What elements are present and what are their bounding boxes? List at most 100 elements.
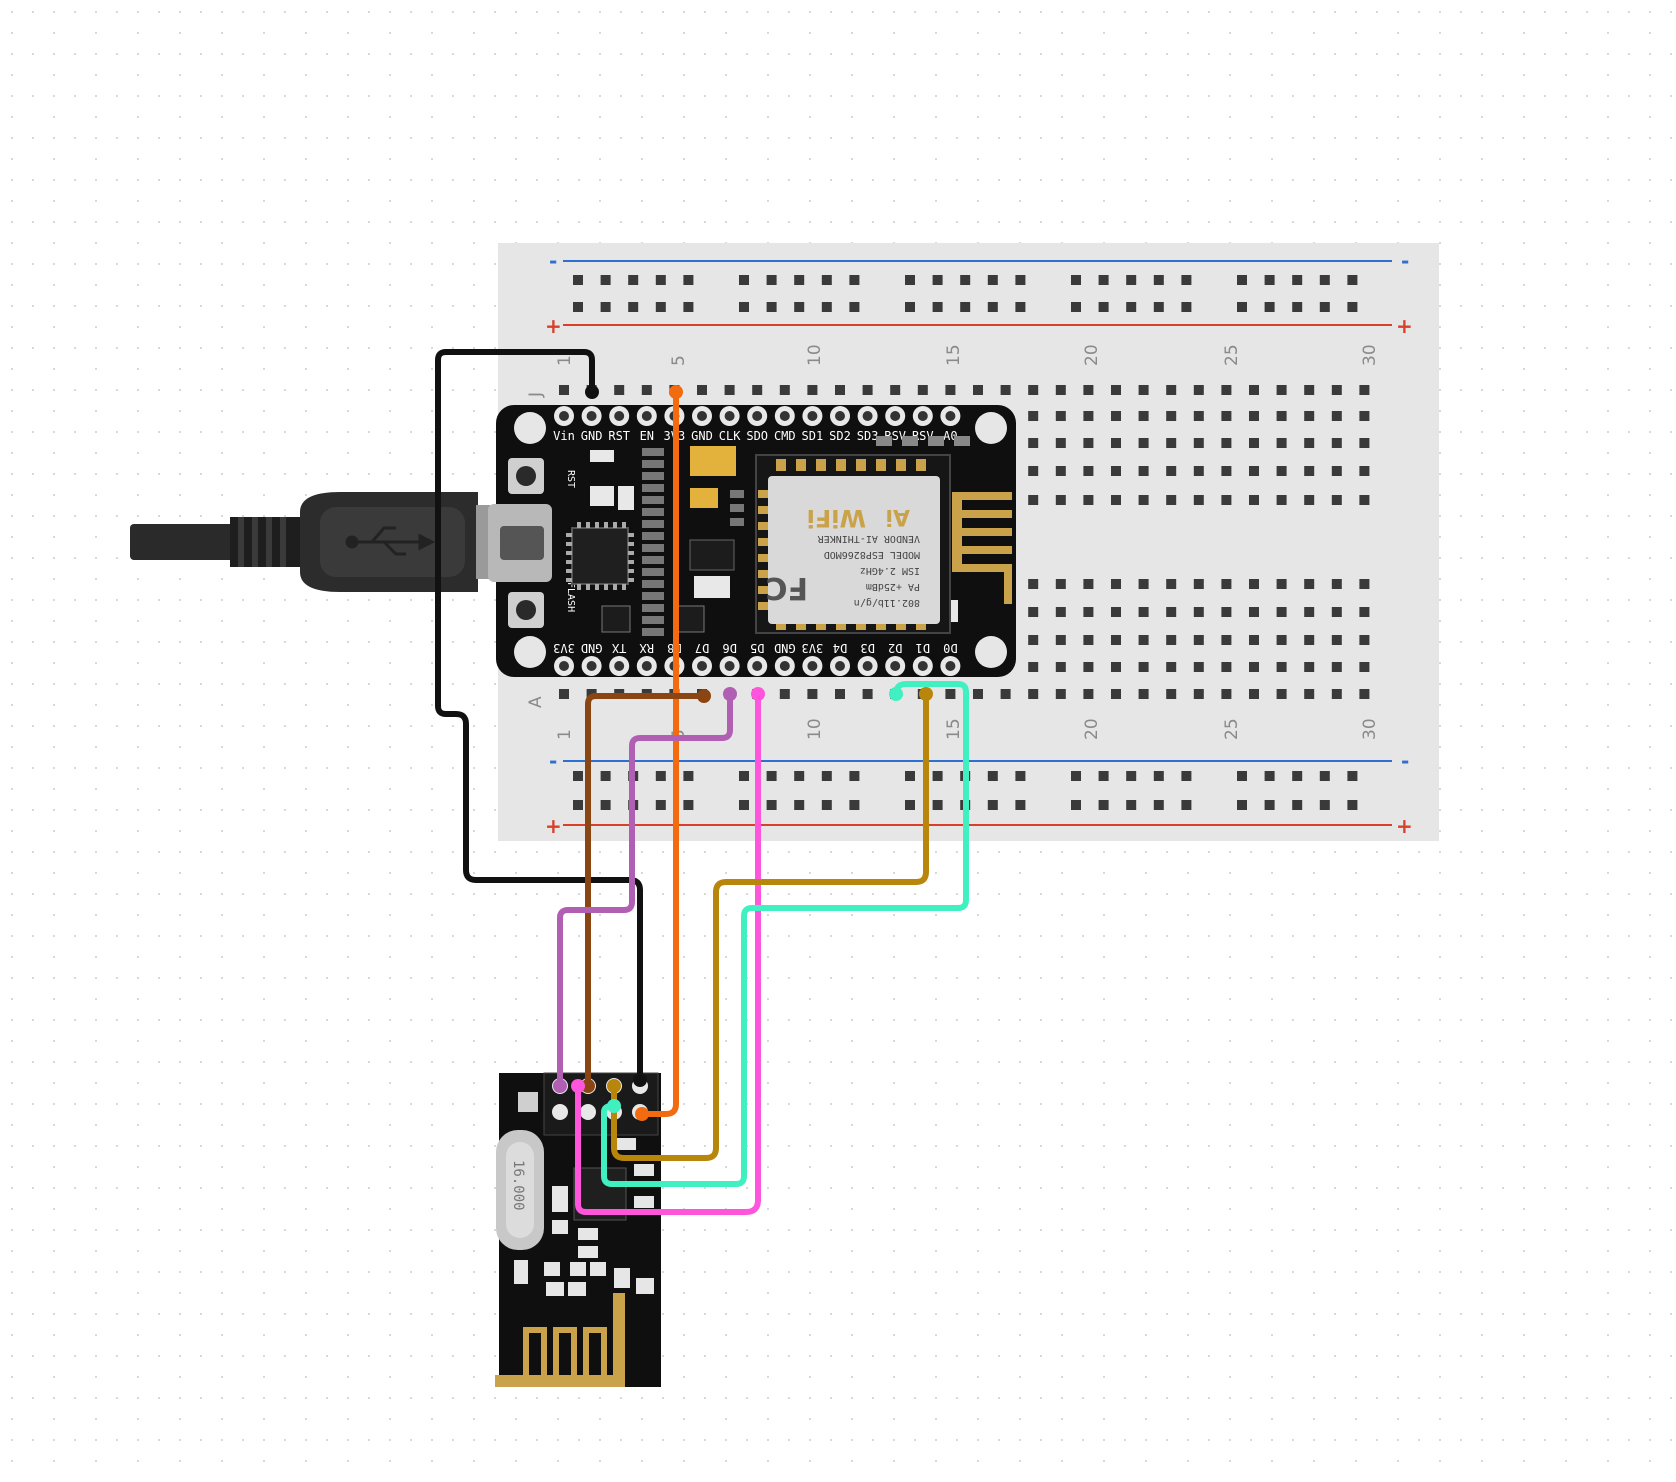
esp-pad: [758, 570, 768, 578]
grid-dot: [53, 137, 55, 139]
grid-dot: [683, 1439, 685, 1441]
grid-dot: [809, 1313, 811, 1315]
grid-dot: [11, 11, 13, 13]
grid-dot: [599, 977, 601, 979]
nodemcu-top-pin-hole: [917, 411, 928, 421]
grid-dot: [1145, 935, 1147, 937]
grid-dot: [347, 1187, 349, 1189]
grid-dot: [74, 725, 76, 727]
grid-dot: [1376, 1355, 1378, 1357]
grid-dot: [1523, 1166, 1525, 1168]
grid-dot: [32, 515, 34, 517]
grid-dot: [74, 305, 76, 307]
grid-dot: [1187, 1208, 1189, 1210]
grid-dot: [1376, 1145, 1378, 1147]
grid-dot: [116, 95, 118, 97]
grid-dot: [1523, 1082, 1525, 1084]
grid-dot: [809, 74, 811, 76]
grid-dot: [725, 179, 727, 181]
grid-dot: [305, 1439, 307, 1441]
grid-dot: [1481, 536, 1483, 538]
grid-dot: [473, 998, 475, 1000]
grid-dot: [305, 305, 307, 307]
grid-dot: [95, 368, 97, 370]
grid-dot: [1145, 1418, 1147, 1420]
grid-dot: [221, 242, 223, 244]
grid-dot: [95, 1124, 97, 1126]
grid-dot: [1565, 1313, 1567, 1315]
grid-dot: [1544, 389, 1546, 391]
breadboard-hole: [559, 385, 569, 395]
grid-dot: [242, 1355, 244, 1357]
grid-dot: [515, 1040, 517, 1042]
grid-dot: [179, 116, 181, 118]
grid-dot: [1208, 137, 1210, 139]
grid-dot: [221, 1040, 223, 1042]
grid-dot: [1019, 158, 1021, 160]
grid-dot: [1208, 1145, 1210, 1147]
grid-dot: [431, 1439, 433, 1441]
grid-dot: [11, 1418, 13, 1420]
col-num-15-top: 15: [944, 344, 964, 366]
grid-dot: [1103, 1145, 1105, 1147]
chip-leg: [628, 569, 634, 573]
grid-dot: [11, 305, 13, 307]
grid-dot: [1502, 683, 1504, 685]
grid-dot: [1439, 347, 1441, 349]
grid-dot: [998, 11, 1000, 13]
grid-dot: [767, 956, 769, 958]
grid-dot: [305, 956, 307, 958]
grid-dot: [326, 1397, 328, 1399]
grid-dot: [1481, 767, 1483, 769]
grid-dot: [1439, 662, 1441, 664]
nrf24-smd-part: [578, 1246, 598, 1258]
nrf24-smd-part: [578, 1228, 598, 1240]
grid-dot: [1523, 1019, 1525, 1021]
grid-dot: [1481, 347, 1483, 349]
grid-dot: [725, 1439, 727, 1441]
grid-dot: [473, 158, 475, 160]
grid-dot: [1292, 1229, 1294, 1231]
grid-dot: [1397, 998, 1399, 1000]
grid-dot: [221, 1187, 223, 1189]
grid-dot: [158, 977, 160, 979]
grid-dot: [1481, 1250, 1483, 1252]
grid-dot: [1670, 137, 1672, 139]
grid-dot: [95, 515, 97, 517]
grid-dot: [95, 1397, 97, 1399]
grid-dot: [1565, 368, 1567, 370]
miso-wire: [611, 691, 929, 1161]
breadboard-hole: [697, 385, 707, 395]
grid-dot: [704, 1439, 706, 1441]
grid-dot: [1082, 1061, 1084, 1063]
breadboard-hole: [1138, 466, 1149, 476]
grid-dot: [935, 11, 937, 13]
grid-dot: [1166, 935, 1168, 937]
grid-dot: [1271, 914, 1273, 916]
grid-dot: [1460, 305, 1462, 307]
grid-dot: [95, 1166, 97, 1168]
grid-dot: [1355, 1082, 1357, 1084]
grid-dot: [1649, 704, 1651, 706]
grid-dot: [200, 431, 202, 433]
grid-dot: [1124, 95, 1126, 97]
breadboard-hole: [1331, 607, 1342, 617]
grid-dot: [410, 1229, 412, 1231]
grid-dot: [389, 263, 391, 265]
grid-dot: [1565, 641, 1567, 643]
nodemcu-bottom-pin-label: TX: [611, 641, 626, 655]
nodemcu-top-pin-hole: [779, 411, 790, 421]
grid-dot: [53, 158, 55, 160]
grid-dot: [1607, 1334, 1609, 1336]
grid-dot: [1481, 641, 1483, 643]
grid-dot: [1418, 1355, 1420, 1357]
grid-dot: [851, 977, 853, 979]
grid-dot: [1208, 53, 1210, 55]
grid-dot: [221, 956, 223, 958]
grid-dot: [1313, 200, 1315, 202]
grid-dot: [1313, 977, 1315, 979]
nodemcu-bottom-pin-label: 3V3: [802, 641, 824, 655]
grid-dot: [1334, 53, 1336, 55]
grid-dot: [1229, 200, 1231, 202]
grid-dot: [410, 473, 412, 475]
